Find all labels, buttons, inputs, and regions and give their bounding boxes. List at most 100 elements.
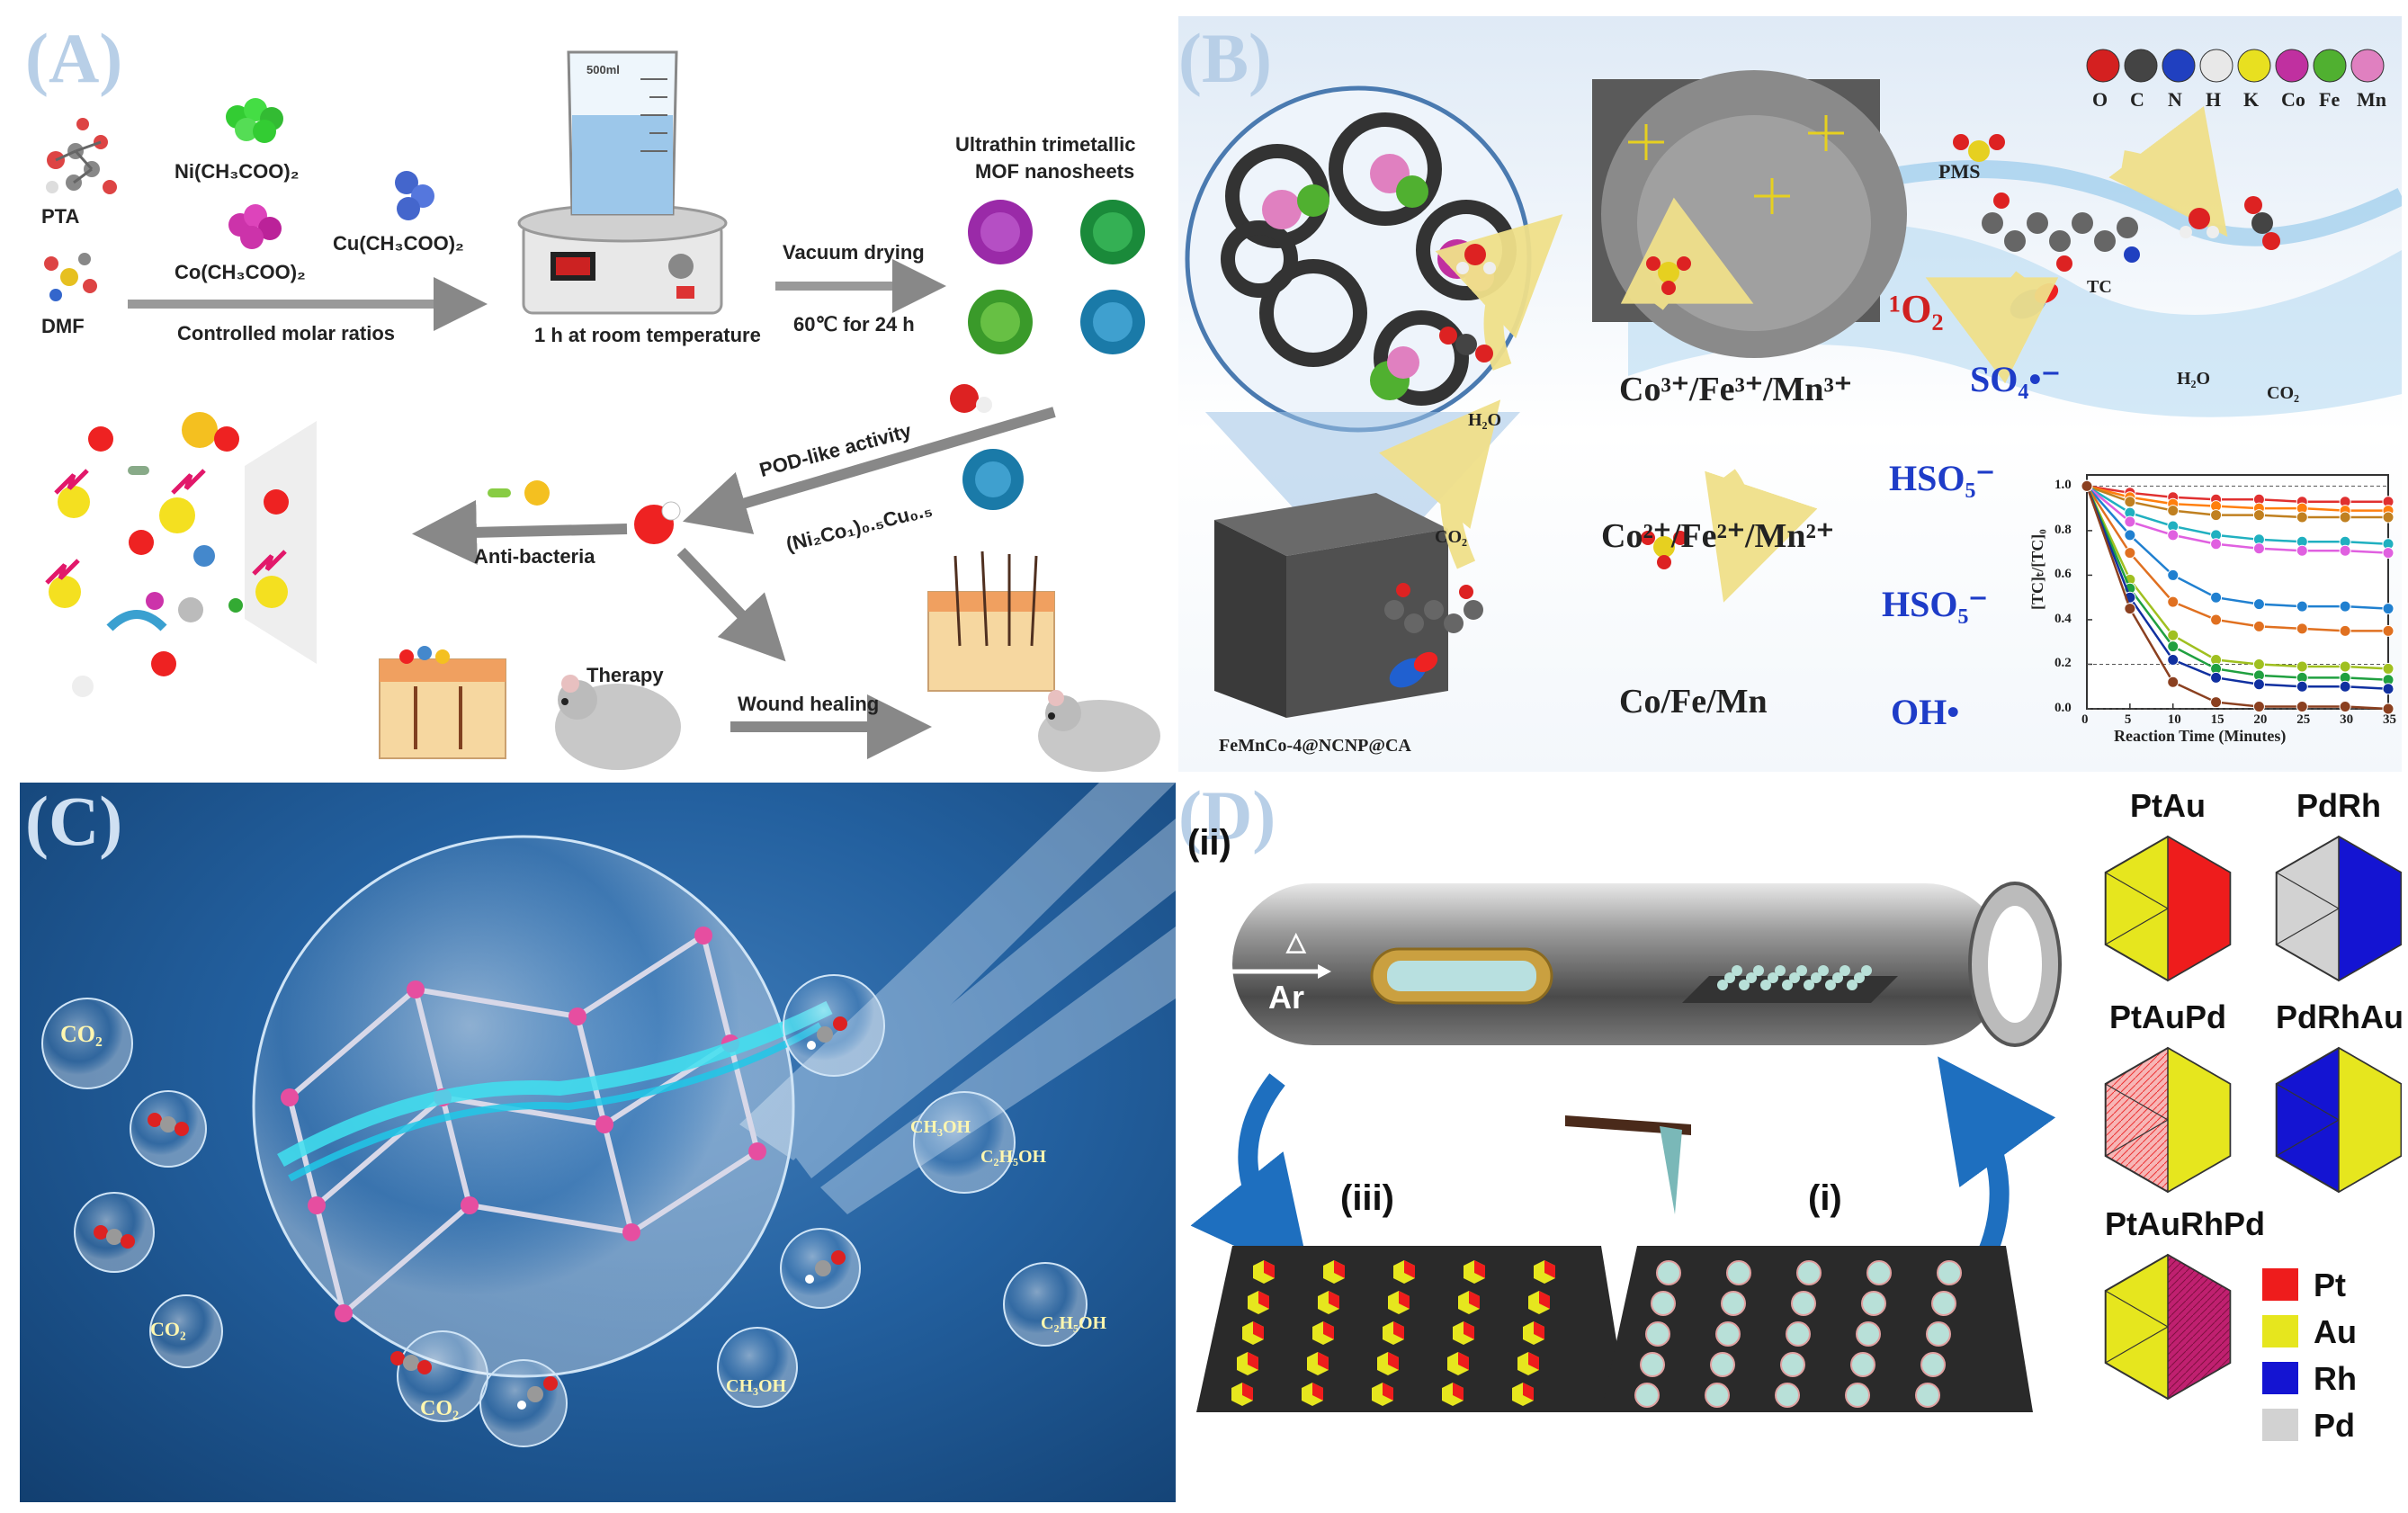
series-point — [2382, 547, 2395, 560]
methanol-label-1: CH₃OH — [910, 1117, 971, 1137]
tube-particle — [1832, 972, 1843, 983]
element-ball-h — [2199, 49, 2233, 83]
series-point — [2167, 640, 2180, 653]
pta-label: PTA — [41, 205, 80, 228]
alloy-label-ptaupd: PtAuPd — [2109, 998, 2226, 1035]
precursor-particle-i — [1780, 1352, 1805, 1377]
series-point — [2296, 622, 2308, 635]
series-point — [2167, 568, 2180, 581]
panel-a-graphics — [44, 50, 1160, 772]
alloy-particle-iii-pt — [1464, 1321, 1474, 1339]
tube-particle — [1847, 980, 1857, 990]
alloy-particle-iii-pt — [1323, 1321, 1334, 1339]
mof-title-line1: Ultrathin trimetallic — [955, 133, 1136, 156]
legend-swatch-pt — [2262, 1268, 2298, 1301]
tube-particle — [1724, 972, 1735, 983]
sem-image-icon — [1592, 70, 1907, 358]
bacteria-scene-icon — [45, 412, 317, 697]
element-color-legend — [2262, 1268, 2298, 1441]
series-point — [2210, 613, 2223, 626]
y-tick-label: 0.8 — [2054, 522, 2072, 537]
ethanol-label-2: C₂H₅OH — [1041, 1313, 1107, 1333]
tube-particle — [1732, 965, 1742, 976]
element-legend — [2086, 49, 2385, 83]
m2-ions-label: Co²⁺/Fe²⁺/Mn²⁺ — [1601, 517, 1834, 555]
alloy-particle-iii-pt — [1312, 1383, 1323, 1401]
series-point — [2339, 701, 2351, 713]
alloy-particle-iii-pt — [1329, 1291, 1339, 1309]
therapy-label: Therapy — [586, 664, 664, 686]
precursor-particle-i — [1775, 1383, 1800, 1408]
mouse-icon — [555, 675, 681, 770]
tube-particle — [1789, 972, 1800, 983]
series-point — [2167, 676, 2180, 688]
arrow-wound-healing-down — [676, 547, 786, 662]
series-point — [2167, 654, 2180, 667]
alloy-polyhedron-facet — [2338, 835, 2402, 982]
series-point — [2210, 696, 2223, 709]
series-point — [2339, 680, 2351, 693]
pms-label: PMS — [1938, 160, 1981, 183]
small-bubble — [913, 1091, 1016, 1194]
series-point — [2124, 496, 2136, 508]
legend-swatch-au — [2262, 1315, 2298, 1347]
alloy-particle-iii-pt — [1539, 1291, 1550, 1309]
antibacteria-particles-icon — [488, 480, 550, 506]
series-point — [2296, 544, 2308, 557]
series-point — [2124, 529, 2136, 542]
series-line-3 — [2086, 485, 2388, 519]
alloy-polyhedra — [2104, 835, 2402, 1401]
cycle-arrow-left — [1190, 1073, 1311, 1282]
tc-label: TC — [2087, 277, 2112, 297]
polyhedron-edge — [2105, 1326, 2169, 1364]
series-point — [2296, 660, 2308, 673]
y-tick-label: 0.2 — [2054, 656, 2072, 671]
series-point — [2339, 544, 2351, 557]
series-line-8 — [2085, 485, 2389, 670]
pms-molecule-icon-a — [1646, 256, 1691, 295]
hydroxyl-radical-label: OH• — [1891, 692, 1960, 732]
tube-particle — [1804, 980, 1814, 990]
mof-nanosheets-icon — [968, 200, 1145, 354]
series-point — [2296, 511, 2308, 524]
alloy-label-pdrh: PdRh — [2296, 787, 2381, 824]
h2o-label-b: H₂O — [2177, 369, 2211, 389]
series-point — [2252, 658, 2265, 670]
ni-salt-label: Ni(CH₃COO)₂ — [175, 160, 300, 183]
heat-icon: △ — [1286, 927, 1306, 955]
legend-label-au: Au — [2314, 1313, 2357, 1350]
skin-tissue-icon — [379, 646, 506, 759]
precursor-particle-i — [1850, 1352, 1875, 1377]
arrow-pod-activity — [682, 407, 1056, 534]
precursor-particle-i — [1926, 1321, 1951, 1347]
alloy-particle-iii-pt — [1383, 1383, 1393, 1401]
tube-particle — [1854, 972, 1865, 983]
series-line-7 — [2085, 485, 2388, 632]
series-point — [2167, 505, 2180, 517]
series-line-10 — [2085, 485, 2389, 690]
alloy-particle-iii-pt — [1248, 1352, 1258, 1370]
series-point — [2252, 701, 2265, 713]
panel-b: (B) PMS TC ¹O₂ SO₄•⁻ Co³⁺/Fe³⁺/Mn³⁺ Co²⁺… — [1178, 16, 2402, 772]
series-point — [2339, 624, 2351, 637]
panel-c-label: (C) — [25, 783, 123, 860]
healed-mouse-icon — [1038, 690, 1160, 772]
alloy-particle-iii-pt — [1528, 1352, 1539, 1370]
precursor-particle-i — [1726, 1260, 1751, 1285]
alloy-polyhedron-facet — [2167, 835, 2232, 982]
alloy-particle-iii-pt — [1399, 1291, 1410, 1309]
hso5-label-a: HSO₅⁻ — [1889, 458, 1995, 498]
precursor-particle-i — [1920, 1352, 1946, 1377]
series-point — [2210, 671, 2223, 684]
series-point — [2296, 600, 2308, 613]
series-point — [2252, 598, 2265, 611]
series-point — [2124, 603, 2136, 615]
co2-label-1: CO₂ — [60, 1021, 103, 1047]
metal-label: Co/Fe/Mn — [1619, 683, 1768, 721]
series-line-6 — [2086, 485, 2389, 610]
precursor-particle-i — [1710, 1352, 1735, 1377]
series-point — [2252, 509, 2265, 522]
pod-molecule-icon — [950, 384, 992, 413]
series-line-9 — [2085, 485, 2389, 682]
